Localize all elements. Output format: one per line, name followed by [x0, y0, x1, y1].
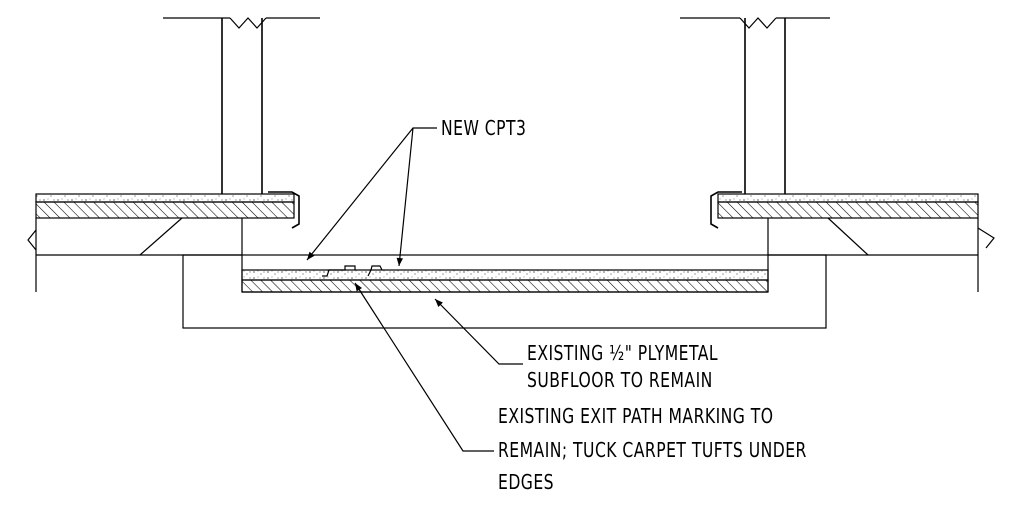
exit-marking-label-line-3: EDGES [498, 470, 555, 494]
new-carpet-label: NEW CPT3 [441, 116, 527, 140]
exit-path-marking [322, 265, 383, 277]
subfloor-label-line-1: EXISTING ½" PLYMETAL [527, 341, 719, 365]
subfloor-label-line-2: SUBFLOOR TO REMAIN [527, 368, 713, 392]
leader-new-carpet [306, 127, 437, 267]
left-floor-assembly [27, 191, 300, 292]
left-wall [163, 17, 320, 194]
exit-marking-label-line-2: REMAIN; TUCK CARPET TUFTS UNDER [498, 438, 807, 462]
leader-exit-marking [354, 282, 494, 452]
right-floor-assembly [710, 191, 995, 292]
leader-subfloor [434, 298, 523, 365]
exit-marking-label-line-1: EXISTING EXIT PATH MARKING TO [498, 404, 774, 428]
right-wall [680, 17, 830, 194]
channel-floor [241, 269, 769, 293]
